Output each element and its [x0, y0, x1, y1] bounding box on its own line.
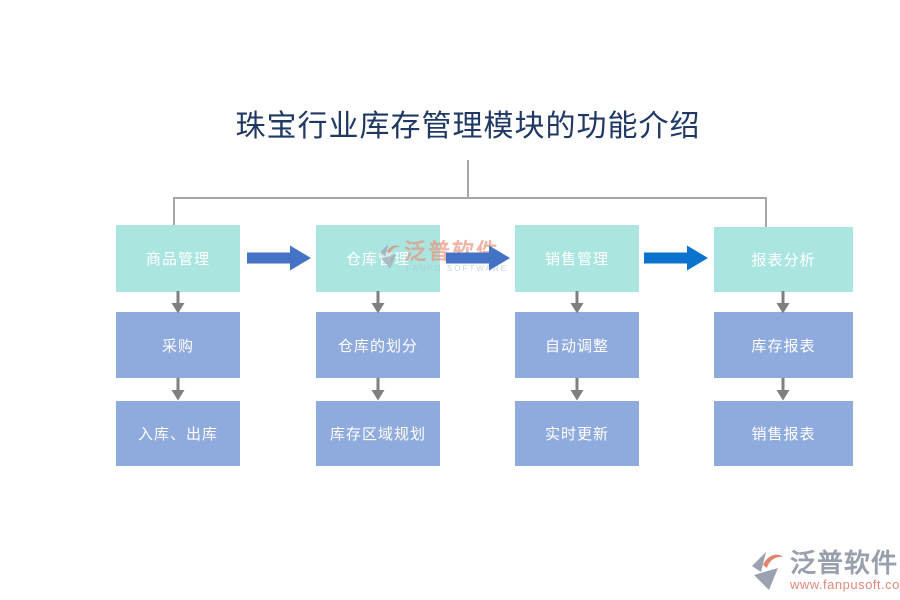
header-box-warehouse-management: 仓库管理 [316, 225, 440, 292]
item-box-inventory-report: 库存报表 [714, 312, 853, 378]
down-arrow-icon [371, 291, 385, 314]
item-box-warehouse-division: 仓库的划分 [316, 312, 440, 378]
footer-website-text: www.fanpusoft.com [790, 577, 900, 592]
down-arrow-icon [570, 378, 584, 401]
connector-drop-right [765, 197, 767, 228]
down-arrow-icon [171, 291, 185, 314]
down-arrow-icon [371, 378, 385, 401]
down-arrow-icon [776, 378, 790, 401]
watermark-brand-en-text: FANPU SOFTWARE [406, 264, 508, 273]
flow-arrow-right-icon [446, 245, 510, 271]
down-arrow-icon [776, 291, 790, 314]
down-arrow-icon [570, 291, 584, 314]
fanpu-logo-icon [379, 243, 401, 269]
item-box-realtime-update: 实时更新 [515, 401, 639, 466]
item-box-sales-report: 销售报表 [714, 401, 853, 466]
footer-brand-text: 泛普软件 [790, 548, 899, 578]
flow-arrow-right-icon [247, 245, 311, 271]
item-box-inbound-outbound: 入库、出库 [116, 401, 240, 466]
connector-horizontal [173, 197, 767, 199]
item-box-purchasing: 采购 [116, 312, 240, 378]
item-box-auto-adjust: 自动调整 [515, 312, 639, 378]
connector-vertical-top [467, 160, 469, 199]
header-box-goods-management: 商品管理 [116, 225, 240, 292]
connector-drop-left [173, 197, 175, 226]
fanpu-logo-icon [752, 552, 783, 590]
item-box-stock-area-planning: 库存区域规划 [316, 401, 440, 466]
header-box-report-analysis: 报表分析 [714, 227, 853, 292]
page-title: 珠宝行业库存管理模块的功能介绍 [235, 109, 701, 144]
footer-brand: 泛普软件 www.fanpusoft.com [747, 549, 900, 593]
down-arrow-icon [171, 378, 185, 401]
flow-arrow-right-icon [644, 245, 708, 271]
header-box-sales-management: 销售管理 [515, 225, 639, 292]
